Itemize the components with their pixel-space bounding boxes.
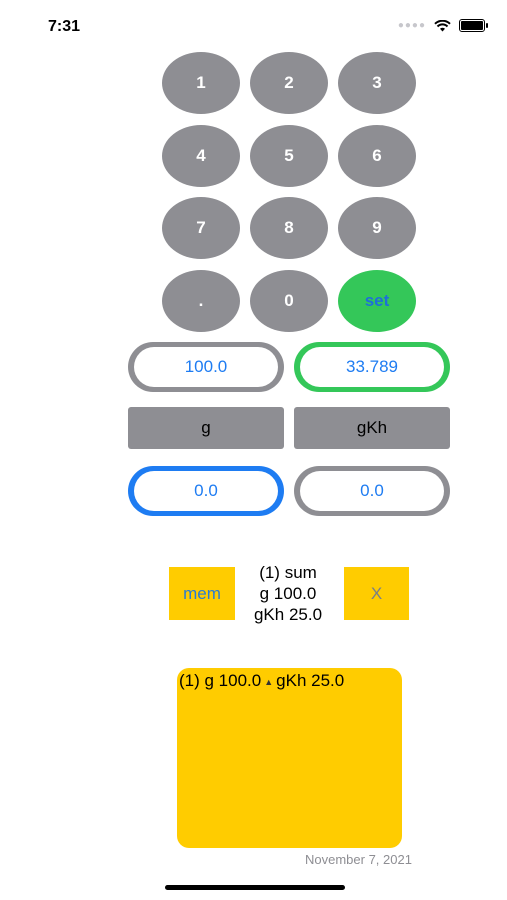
memo-panel[interactable]: (1) g 100.0▲gKh 25.0 [177,668,402,848]
memo-entry: (1) g 100.0▲gKh 25.0 [179,671,344,691]
right-value-field[interactable]: 33.789 [300,347,444,387]
home-indicator[interactable] [165,885,345,890]
memo-entry-right: gKh 25.0 [276,671,345,690]
summary-line: (1) sum [259,563,317,582]
left-offset-field[interactable]: 0.0 [134,471,278,511]
left-value-field[interactable]: 100.0 [134,347,278,387]
key-4[interactable]: 4 [162,125,240,187]
right-value-field-frame: 33.789 [294,342,450,392]
key-8[interactable]: 8 [250,197,328,259]
key-decimal[interactable]: . [162,270,240,332]
key-0[interactable]: 0 [250,270,328,332]
date-label: November 7, 2021 [305,852,412,867]
memory-summary: (1) sum g 100.0 gKh 25.0 [236,562,340,625]
mem-button[interactable]: mem [169,567,235,620]
key-1[interactable]: 1 [162,52,240,114]
summary-line: gKh 25.0 [253,605,323,624]
key-6[interactable]: 6 [338,125,416,187]
triangle-icon: ▲ [264,676,274,687]
key-7[interactable]: 7 [162,197,240,259]
memo-entry-left: (1) g 100.0 [179,671,262,690]
summary-line: g 100.0 [259,584,317,603]
right-unit-button[interactable]: gKh [294,407,450,449]
left-offset-field-frame: 0.0 [128,466,284,516]
wifi-icon [434,19,451,31]
battery-icon [459,19,488,32]
left-value-field-frame: 100.0 [128,342,284,392]
key-5[interactable]: 5 [250,125,328,187]
set-button[interactable]: set [338,270,416,332]
signal-icon: ●●●● [397,20,426,31]
status-icons: ●●●● [397,19,488,32]
key-2[interactable]: 2 [250,52,328,114]
key-9[interactable]: 9 [338,197,416,259]
right-offset-field[interactable]: 0.0 [300,471,444,511]
left-unit-button[interactable]: g [128,407,284,449]
status-time: 7:31 [48,18,81,35]
key-3[interactable]: 3 [338,52,416,114]
clear-button[interactable]: X [344,567,409,620]
right-offset-field-frame: 0.0 [294,466,450,516]
